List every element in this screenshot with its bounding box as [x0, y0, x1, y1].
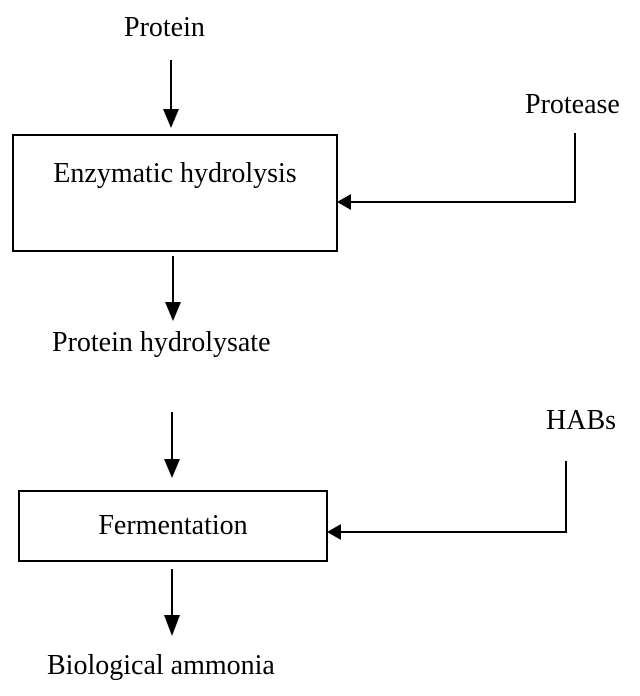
node-protease: Protease	[525, 89, 620, 120]
node-enzymatic-hydrolysis-label: Enzymatic hydrolysis	[53, 158, 297, 189]
node-habs: HABs	[546, 405, 617, 436]
node-protein-hydrolysate: Protein hydrolysate	[52, 327, 271, 358]
node-protein: Protein	[124, 12, 205, 43]
node-enzymatic-hydrolysis-box: Enzymatic hydrolysis	[12, 134, 338, 252]
arrow-hydrolysate-to-fermentation	[164, 412, 180, 478]
arrow-fermentation-to-ammonia	[164, 569, 180, 636]
arrow-hydrolysis-to-hydrolysate	[165, 256, 181, 321]
node-biological-ammonia: Biological ammonia	[47, 650, 275, 681]
arrow-protease-to-hydrolysis	[337, 133, 576, 210]
arrow-habs-to-fermentation	[327, 461, 567, 540]
arrow-protein-to-hydrolysis	[163, 60, 179, 128]
node-fermentation-label: Fermentation	[98, 510, 248, 541]
node-fermentation-box: Fermentation	[18, 490, 328, 562]
